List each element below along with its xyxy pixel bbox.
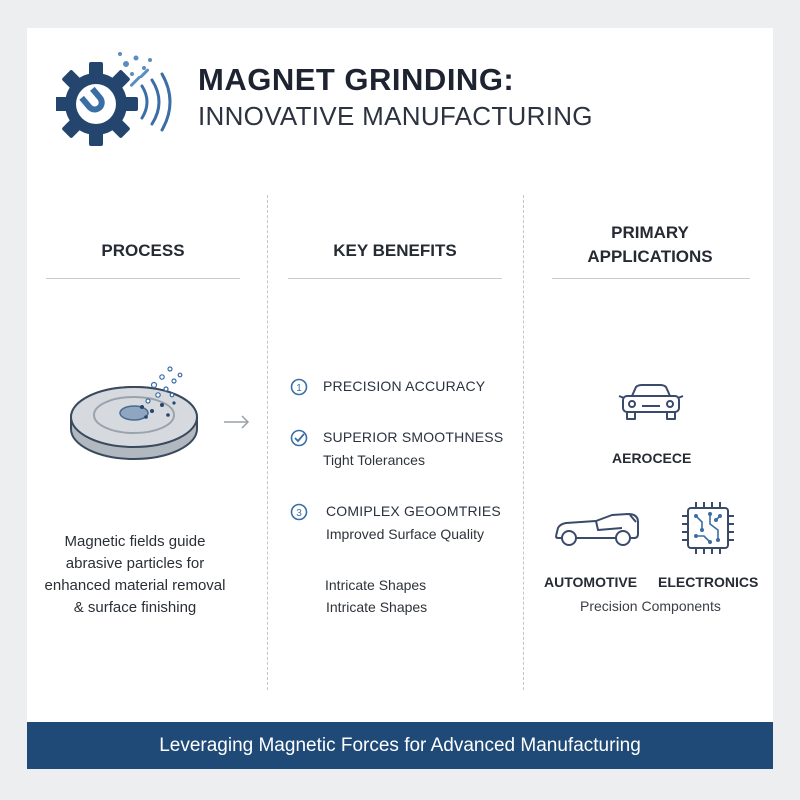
- benefit-subtitle: Improved Surface Quality: [326, 526, 484, 542]
- number-1-circle-icon: 1: [290, 378, 308, 396]
- process-description-line: enhanced material removal: [44, 577, 226, 594]
- number-3-circle-icon: 3: [290, 503, 308, 521]
- benefit-subtitle: Tight Tolerances: [323, 452, 425, 468]
- benefit-extra-line: Intricate Shapes: [326, 599, 428, 615]
- applications-heading-rule: [552, 278, 750, 279]
- column-divider: [523, 195, 524, 690]
- process-heading-rule: [46, 278, 240, 279]
- process-description: Magnetic fields guide abrasive particles…: [30, 531, 240, 619]
- arrow-right-icon: [224, 415, 250, 429]
- process-heading: PROCESS: [101, 241, 185, 260]
- circuit-chip-icon: [682, 502, 734, 554]
- benefit-title: PRECISION ACCURACY: [323, 378, 486, 394]
- footer-banner: Leveraging Magnetic Forces for Advanced …: [27, 722, 773, 769]
- gear-magnet-icon: [56, 52, 172, 146]
- applications-heading-line: PRIMARY: [611, 223, 689, 242]
- process-description-line: abrasive particles for: [65, 555, 205, 572]
- check-circle-icon: [290, 429, 308, 447]
- abrasive-disc-icon: [70, 366, 198, 460]
- application-label: AEROCECE: [612, 450, 692, 466]
- svg-text:1: 1: [296, 383, 302, 394]
- process-description-line: Magnetic fields guide: [64, 533, 206, 550]
- column-divider: [267, 195, 268, 690]
- applications-heading-line: APPLICATIONS: [587, 247, 713, 266]
- page-title: MAGNET GRINDING:: [198, 62, 515, 97]
- applications-subtitle: Precision Components: [580, 598, 721, 614]
- process-description-line: & surface finishing: [73, 599, 197, 616]
- application-label: ELECTRONICS: [658, 574, 759, 590]
- page-subtitle: INNOVATIVE MANUFACTURING: [198, 101, 593, 131]
- benefit-title: COMIPLEX GEOOMTRIES: [326, 503, 501, 519]
- application-label: AUTOMOTIVE: [544, 574, 638, 590]
- car-front-icon: [618, 384, 684, 420]
- applications-heading: PRIMARY APPLICATIONS: [545, 221, 755, 269]
- svg-text:3: 3: [296, 508, 302, 519]
- benefits-heading-rule: [288, 278, 502, 279]
- sports-car-icon: [555, 513, 639, 546]
- benefits-heading: KEY BENEFITS: [333, 241, 457, 260]
- benefit-title: SUPERIOR SMOOTHNESS: [323, 429, 504, 445]
- benefit-extra-line: Intricate Shapes: [325, 577, 427, 593]
